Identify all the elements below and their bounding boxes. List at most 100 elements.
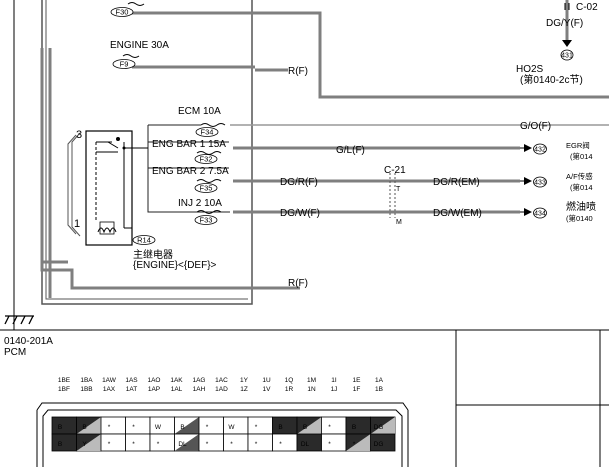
pin-label: 1Y: [240, 377, 249, 384]
pcm-cell: *: [247, 416, 273, 435]
wire-label-rf: R(F): [288, 66, 308, 77]
fuse-name: ENG BAR 2 7.5A: [152, 166, 229, 177]
pin-label: 1AH: [193, 386, 206, 393]
pcm-cell: *: [247, 433, 273, 452]
pin-label: 1AS: [125, 377, 138, 384]
pcm-cell: *: [198, 433, 224, 452]
relay-name: 主继电器: [133, 248, 173, 261]
pcm-section-code: 0140-201A: [4, 336, 53, 347]
af-ref: (第014: [570, 182, 593, 192]
pin-label: 1AP: [148, 386, 160, 393]
wire-label-dgw-em: DG/W(EM): [433, 208, 482, 219]
pcm-cell-label: *: [108, 424, 111, 431]
wire-labels: R(F) R(F) G/O(F) G/L(F) DG/R(F) DG/R(EM)…: [280, 18, 583, 289]
egr-ref: (第014: [570, 151, 593, 161]
pin-label: 1U: [262, 377, 271, 384]
pin-label: 1AG: [192, 377, 205, 384]
inj-ref: (第0140: [566, 213, 593, 223]
pin-label: 1AC: [215, 377, 228, 384]
pin-label: 1AO: [147, 377, 160, 384]
pin-label: 1F: [353, 386, 361, 393]
pcm-cell-label: Y: [82, 441, 87, 448]
pcm-cell: B: [76, 416, 102, 435]
fuse-code: F34: [201, 128, 214, 137]
wire-label-gl: G/L(F): [336, 145, 365, 156]
pin-label: 1V: [263, 386, 272, 393]
wire-label-dgyf: DG/Y(F): [546, 18, 583, 29]
connector-c21: [389, 173, 396, 218]
pin-label: 1Z: [240, 386, 248, 393]
af-sensor: 433 A/F传感 (第014: [520, 171, 593, 192]
pcm-cell-label: B: [278, 424, 282, 431]
wire-label-dgr-em: DG/R(EM): [433, 177, 480, 188]
connector-c21-terminal: T: [396, 186, 401, 193]
pcm-cell: *: [100, 433, 126, 452]
pin-label: 1BA: [80, 377, 93, 384]
pcm-cell: *: [149, 433, 175, 452]
pcm-cell: *: [272, 433, 298, 452]
wire-label-dgw: DG/W(F): [280, 208, 320, 219]
pcm-cell: B: [174, 416, 200, 435]
pcm-cell-label: W: [228, 424, 235, 431]
pcm-cell-label: *: [255, 441, 258, 448]
pin-label: 1R: [285, 386, 294, 393]
relay-code: R14: [137, 236, 151, 245]
pcm-cell-label: *: [328, 441, 331, 448]
pcm-cell-label: *: [132, 441, 135, 448]
pin-label: 1N: [307, 386, 316, 393]
pin-label: 1J: [331, 386, 338, 393]
relay-pin-1: 1: [74, 218, 80, 230]
pcm-cell-label: *: [279, 441, 282, 448]
pcm-cell: DL: [174, 433, 200, 452]
pin-label: 1AX: [103, 386, 116, 393]
pcm-cell-label: *: [328, 424, 331, 431]
pcm-cell: *: [223, 433, 249, 452]
pin-label: 1AL: [171, 386, 183, 393]
ho2s-ref: (第0140-2c节): [520, 73, 583, 86]
pcm-name: PCM: [4, 347, 26, 358]
pcm-cell: Y: [76, 433, 102, 452]
pin-label: 1M: [307, 377, 316, 384]
pcm-cell: B: [272, 416, 298, 435]
pin-label: 1BB: [80, 386, 92, 393]
pin-label: 1AW: [102, 377, 117, 384]
pcm-cell: *: [100, 416, 126, 435]
pcm-cell-label: *: [206, 424, 209, 431]
relay-pin-3: 3: [76, 129, 82, 141]
ground-icon: [4, 315, 34, 325]
pin-label: 1Q: [285, 377, 294, 384]
fuse-name: ECM 10A: [178, 106, 221, 117]
pcm-cell: B: [51, 433, 77, 452]
ho2s-number: 431: [561, 53, 573, 60]
fuse-branch-wires: [147, 124, 230, 213]
pcm-cell-label: *: [206, 441, 209, 448]
fuse-f32: ENG BAR 1 15A F32: [152, 139, 226, 164]
output-wires: [230, 124, 609, 214]
pcm-cell-label: B: [352, 424, 356, 431]
connector-c02-label: C-02: [576, 2, 598, 13]
pcm-cell-label: B: [303, 424, 307, 431]
pin-label: 1E: [353, 377, 362, 384]
pcm-cell: *: [125, 416, 151, 435]
pcm-cell: DG: [370, 433, 396, 452]
pcm-cell-label: B: [58, 424, 62, 431]
pcm-cell: *: [321, 416, 347, 435]
pin-label: 1A: [375, 377, 384, 384]
wire-label-rf: R(F): [288, 278, 308, 289]
pcm-cell-label: *: [255, 424, 258, 431]
pcm-cell-label: B: [58, 441, 62, 448]
inj-name: 燃油喷: [566, 200, 596, 213]
pcm-cell: W: [223, 416, 249, 435]
pcm-cell-label: DG: [374, 424, 384, 431]
pcm-cell-label: *: [353, 441, 356, 448]
pin-label: 1BF: [58, 386, 70, 393]
af-name: A/F传感: [566, 171, 593, 181]
fuse-code: F32: [200, 155, 213, 164]
af-number: 433: [534, 180, 546, 187]
fuse-f34: ECM 10A F34: [178, 106, 226, 137]
wire-label-dgr: DG/R(F): [280, 177, 318, 188]
fuse-code: F35: [200, 184, 213, 193]
